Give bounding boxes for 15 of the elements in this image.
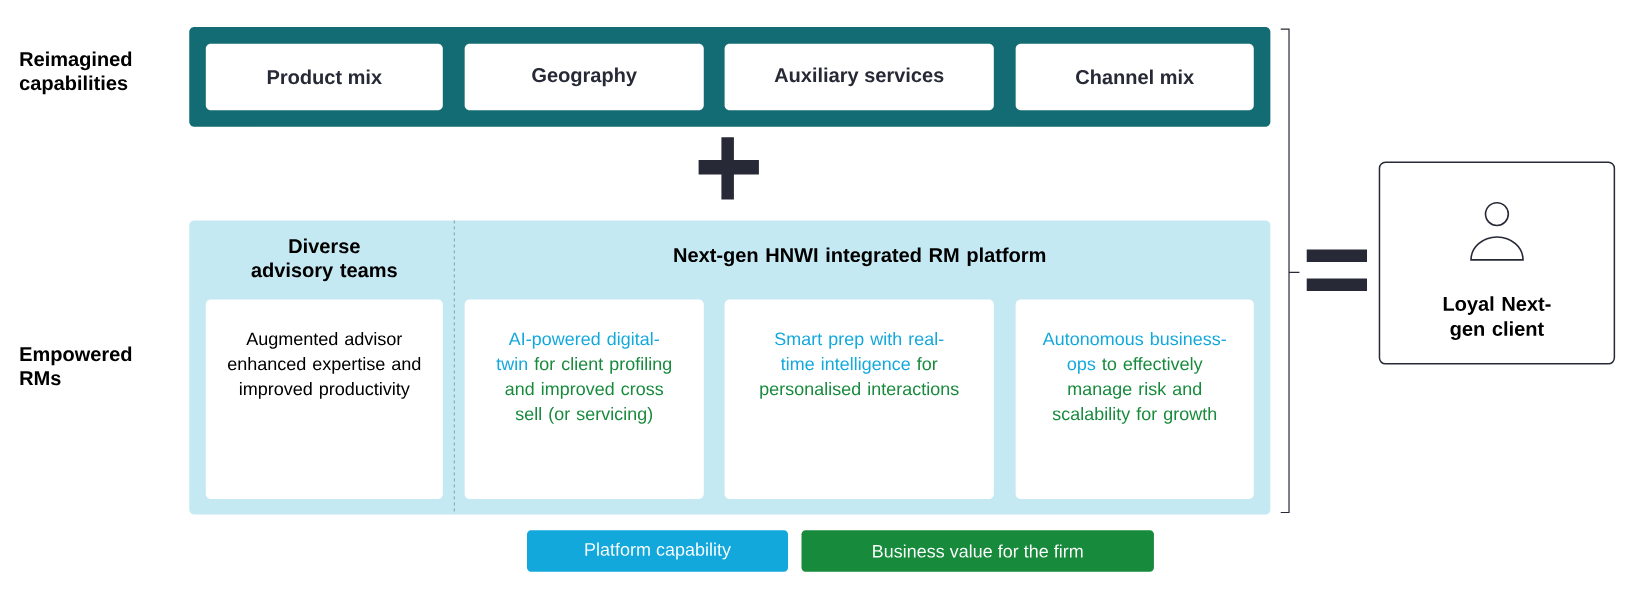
text-card: Augmented advisor enhanced expertise and improved productivity: [205, 299, 443, 499]
capability-box: Channel mix: [1015, 43, 1254, 111]
panel-heading: Next-gen HNWI integrated RM platform: [674, 247, 1046, 267]
text-card: Smart prep with real-time intelligence for personalised interactions: [724, 299, 994, 499]
panel-heading: Diverse advisory teams: [251, 238, 397, 282]
client-box: Loyal Next-gen client: [1378, 161, 1616, 365]
legend-item: Business value for the firm: [801, 530, 1154, 572]
side-label: Empowered RMs: [20, 346, 132, 386]
text-card: AI-powered digital-twin for client profiling and improved cross sell (or servicing): [464, 299, 704, 499]
text-card: Autonomous business-ops to effectively manage risk and scalability for growth: [1015, 299, 1254, 499]
side-label: Reimagined capabilities: [19, 51, 132, 95]
capability-box: Product mix: [205, 43, 443, 111]
legend-item: Platform capability: [527, 530, 788, 572]
capability-box: Geography: [464, 43, 704, 111]
capability-box: Auxiliary services: [724, 43, 994, 111]
